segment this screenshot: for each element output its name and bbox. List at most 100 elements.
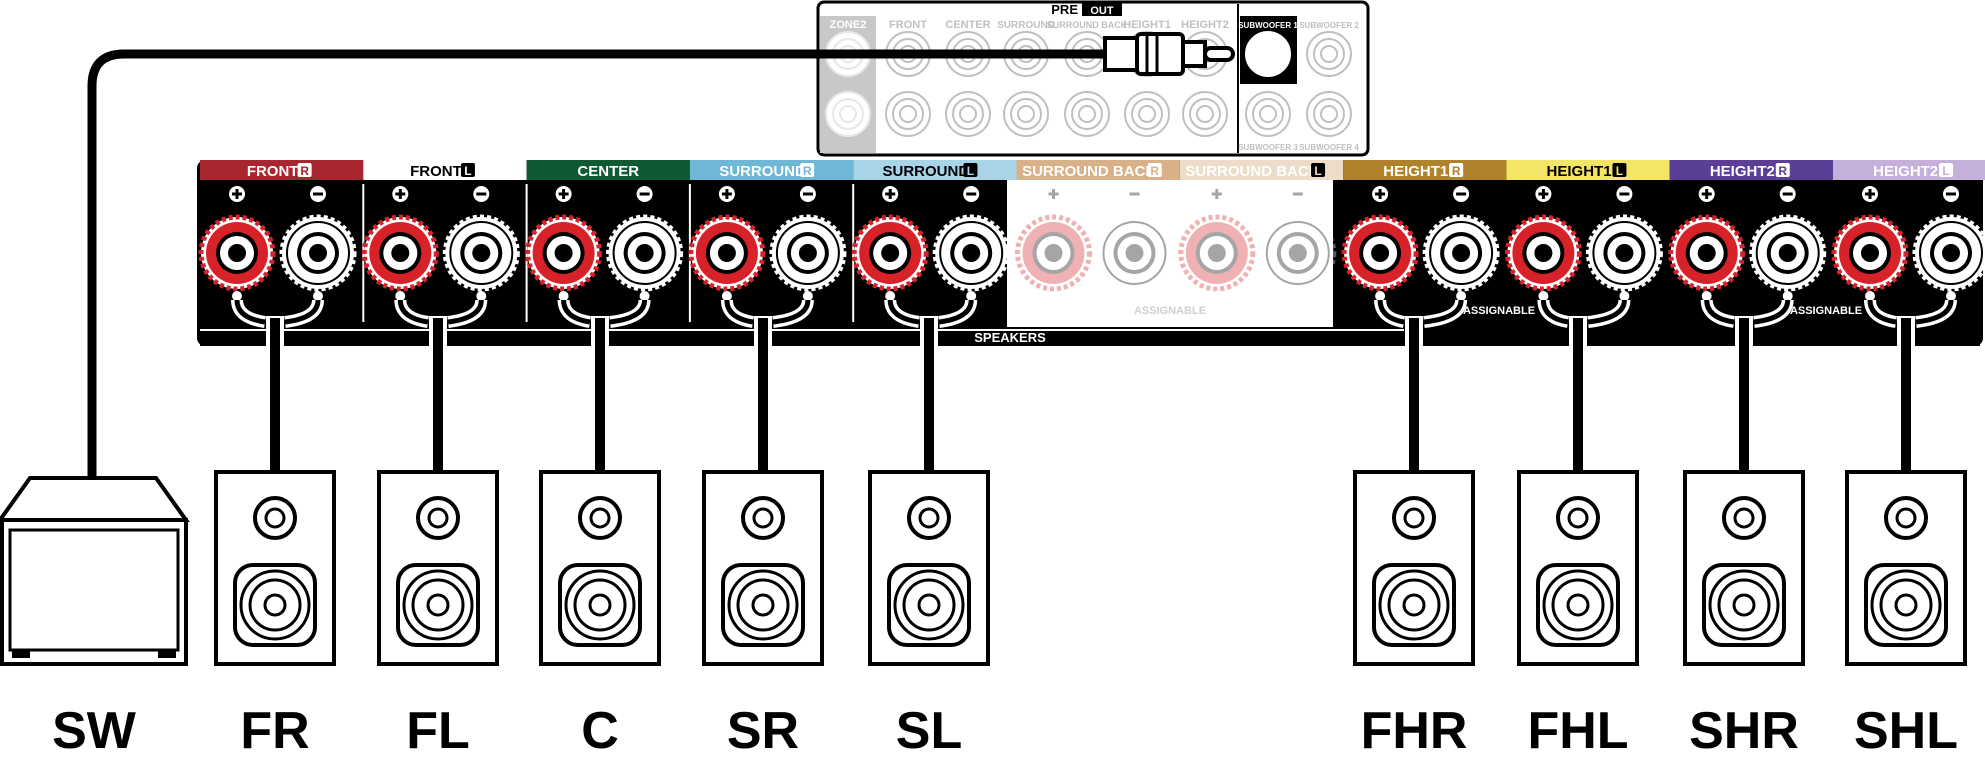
channel-side-badge	[460, 163, 475, 177]
preout-label-height1: HEIGHT1	[1123, 19, 1171, 31]
assignable-label-3: ASSIGNABLE	[1790, 305, 1862, 317]
minus-icon	[1289, 186, 1306, 202]
speaker-label-shl: SHL	[1854, 702, 1958, 760]
channel-side-letter: L	[464, 164, 471, 178]
speaker-cable	[394, 299, 488, 474]
channel-side-badge	[1612, 163, 1627, 177]
terminal-header-label: HEIGHT1	[1547, 163, 1612, 180]
preout-label-subwoofer3: SUBWOOFER 3	[1238, 143, 1298, 152]
channel-side-letter: R	[1778, 164, 1787, 178]
speaker-cables	[231, 299, 1957, 474]
channel-side-letter: L	[1616, 164, 1623, 178]
subwoofer1-jack	[1245, 31, 1291, 77]
terminal-pair	[198, 186, 357, 301]
speaker-label-sl: SL	[896, 702, 962, 760]
terminal-pairs	[198, 184, 1985, 322]
preout-title-out: OUT	[1090, 5, 1114, 17]
speaker-fhl	[1517, 470, 1639, 666]
channel-side-letter: L	[1942, 164, 1949, 178]
rca-jack	[1182, 91, 1228, 137]
preout-label-surround-back: SURROUND BACK	[1047, 20, 1128, 30]
speaker-label-fr: FR	[240, 702, 309, 760]
preout-label-subwoofer4: SUBWOOFER 4	[1299, 143, 1359, 152]
speaker-cable	[1864, 299, 1957, 474]
terminal-pair	[851, 186, 1010, 301]
terminal-pair	[525, 186, 684, 301]
speaker-label-fl: FL	[406, 702, 470, 760]
terminal-header-label: SURROUND BACK	[1022, 163, 1156, 180]
preout-label-surround: SURROUND	[997, 20, 1055, 31]
channel-side-badge	[1775, 163, 1790, 177]
minus-icon	[1126, 186, 1143, 202]
assignable-label-2: ASSIGNABLE	[1463, 305, 1535, 317]
channel-side-badge	[963, 163, 978, 177]
channel-side-badge	[1311, 163, 1326, 177]
speaker-cable	[884, 299, 978, 474]
terminal-pair	[1015, 186, 1173, 301]
channel-side-badge	[800, 163, 815, 177]
rca-jack	[1124, 91, 1170, 137]
terminal-pair	[1668, 186, 1827, 301]
speaker-shr	[1683, 470, 1805, 666]
terminal-header-label: CENTER	[577, 163, 639, 180]
terminal-header-label: HEIGHT2	[1710, 163, 1775, 180]
terminal-header-bg	[363, 160, 527, 180]
terminal-pair	[1178, 186, 1337, 301]
speaker-cable	[1374, 299, 1468, 474]
speaker-label-fhr: FHR	[1361, 702, 1468, 760]
speaker-cable	[231, 299, 324, 474]
speaker-label-fhl: FHL	[1527, 702, 1628, 760]
preout-label-height2: HEIGHT2	[1181, 19, 1229, 31]
channel-side-letter: R	[1150, 164, 1159, 178]
terminal-header-bg	[1506, 160, 1670, 180]
assignable-label-1: ASSIGNABLE	[1134, 305, 1206, 317]
terminal-header-bg	[1179, 160, 1344, 180]
rca-jack	[1306, 91, 1352, 137]
channel-side-badge	[297, 163, 312, 177]
speaker-sr	[702, 470, 824, 666]
speaker-boxes	[214, 470, 1967, 666]
plus-icon	[1045, 186, 1062, 202]
speaker-fr	[214, 470, 336, 666]
speaker-label-c: C	[581, 702, 619, 760]
speaker-fl	[377, 470, 499, 666]
rca-jack	[945, 91, 991, 137]
terminal-header-bg	[1016, 160, 1180, 180]
rca-jack	[825, 91, 871, 137]
preout-panel: PRE OUT ZONE2 FRONT CENTER SURROUND SURR…	[816, 0, 1370, 157]
terminal-header-bg	[1669, 160, 1833, 180]
speakers-label: SPEAKERS	[974, 330, 1046, 345]
channel-side-letter: R	[1452, 164, 1461, 178]
rca-jack	[885, 91, 931, 137]
speaker-cable	[1537, 299, 1631, 474]
rca-jack	[1306, 31, 1352, 77]
speaker-cable	[557, 299, 651, 474]
terminal-header-bg	[526, 160, 690, 180]
terminal-header-label: SURROUND BACK	[1185, 163, 1319, 180]
rca-jack	[1003, 91, 1049, 137]
terminal-header-label: FRONT	[410, 163, 462, 180]
terminal-pair	[1341, 186, 1500, 301]
terminal-header-label: HEIGHT1	[1383, 163, 1448, 180]
preout-label-subwoofer2: SUBWOOFER 2	[1299, 21, 1359, 30]
plus-icon	[1208, 186, 1225, 202]
channel-side-letter: R	[300, 164, 309, 178]
terminal-header-label: SURROUND	[719, 163, 806, 180]
preout-label-zone2: ZONE2	[830, 19, 867, 31]
speaker-labels: SW FR FL C SR SL FHR FHL SHR SHL	[52, 702, 1958, 760]
terminal-pair	[688, 186, 847, 301]
channel-side-letter: L	[967, 164, 974, 178]
terminal-pair	[1504, 186, 1663, 301]
rca-jack	[1245, 91, 1291, 137]
speakers-bar	[200, 327, 1980, 346]
speaker-shl	[1845, 470, 1967, 666]
speaker-sl	[868, 470, 990, 666]
terminal-header-label: HEIGHT2	[1873, 163, 1938, 180]
preout-label-center: CENTER	[945, 19, 990, 31]
terminal-header-label: FRONT	[247, 163, 299, 180]
terminal-header-bg	[200, 160, 364, 180]
speaker-label-sr: SR	[727, 702, 799, 760]
terminal-pair	[361, 186, 520, 301]
